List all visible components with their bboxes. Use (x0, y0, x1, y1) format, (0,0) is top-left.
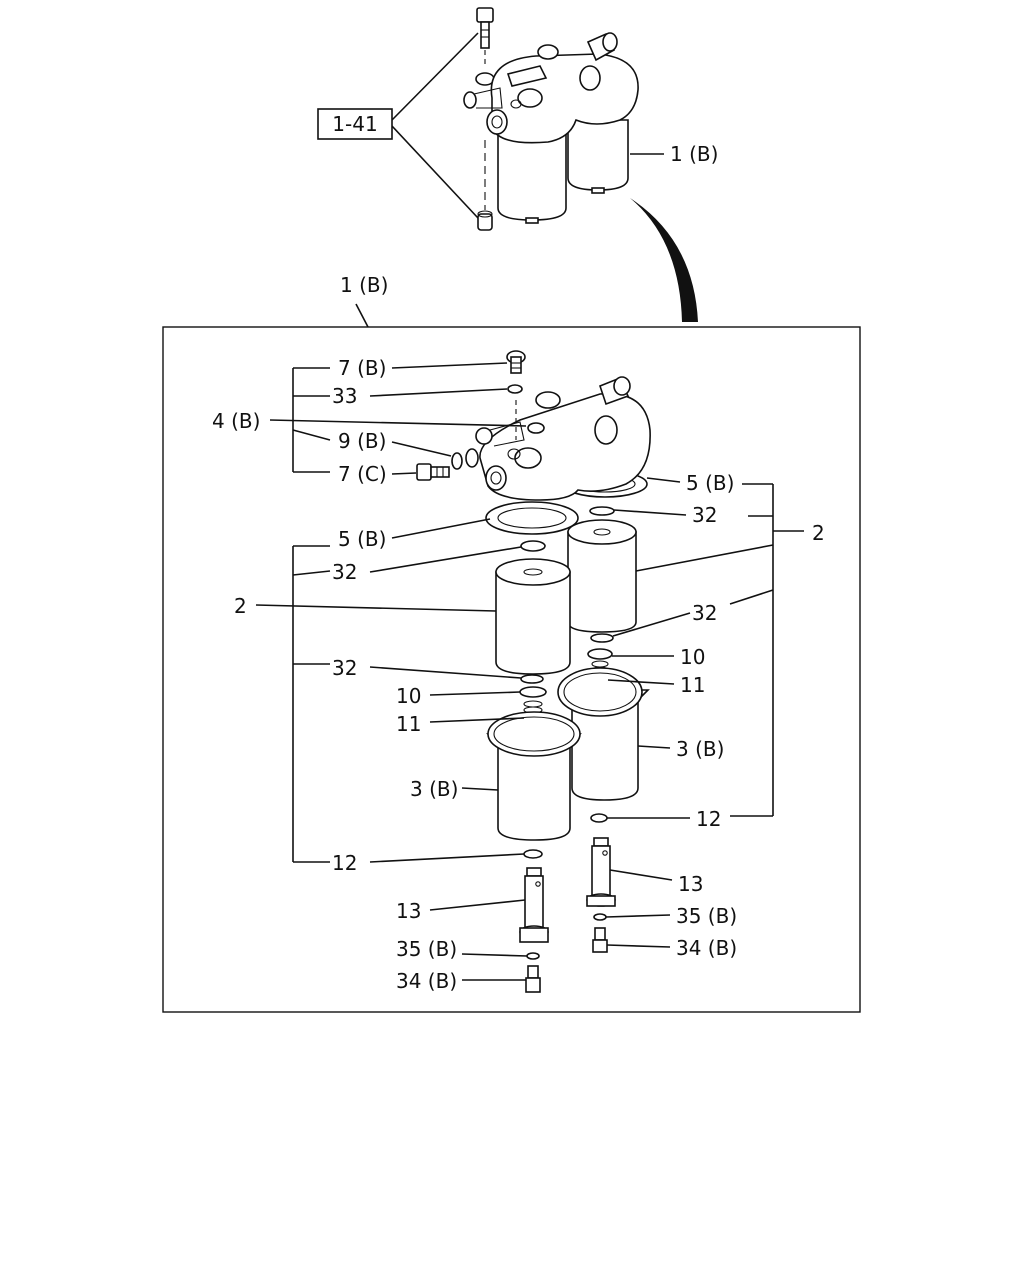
label-washer-35b-left: 35 (B) (396, 937, 457, 961)
label-case-3b-left: 3 (B) (410, 777, 458, 801)
label-plug-34b-left: 34 (B) (396, 969, 457, 993)
washer-9b (451, 452, 463, 470)
filter-head (463, 32, 639, 144)
leader-line (355, 303, 369, 328)
label-spring-11-right: 11 (680, 673, 705, 697)
label-oring-32-right-top: 32 (692, 503, 717, 527)
label-washer-10-left: 10 (396, 684, 421, 708)
left-filter-stack (485, 501, 582, 993)
label-oring-32-left-top: 32 (332, 560, 357, 584)
label-bolt-13-left: 13 (396, 899, 421, 923)
label-head-4b: 4 (B) (212, 409, 260, 433)
reference-callout-1-41[interactable]: 1-41 (317, 108, 393, 140)
leader-line (391, 32, 479, 121)
label-oring-32-right-bottom: 32 (692, 601, 717, 625)
filter-canister-rear (567, 119, 629, 194)
washer-9b-inner (465, 448, 479, 468)
leader-line (391, 125, 479, 219)
label-washer-9b: 9 (B) (338, 429, 386, 453)
label-oring-12-right: 12 (696, 807, 721, 831)
filter-head-4b (475, 376, 651, 501)
label-washer-33: 33 (332, 384, 357, 408)
label-element-2-right: 2 (812, 521, 825, 545)
label-washer-35b-right: 35 (B) (676, 904, 737, 928)
reference-label: 1-41 (332, 112, 377, 136)
label-washer-10-right: 10 (680, 645, 705, 669)
detail-arrow (630, 198, 698, 322)
label-bolt-13-right: 13 (678, 872, 703, 896)
right-callouts: 2 5 (B) 32 32 10 11 3 (B) 12 13 35 (B) 3… (605, 471, 825, 960)
filter-canister-front (497, 129, 567, 224)
left-callouts: 7 (B) 33 4 (B) 9 (B) 7 (C) 5 (B) 32 2 32 (212, 356, 528, 993)
bolt-7c (416, 463, 450, 481)
detail-frame-label: 1 (B) (340, 273, 388, 297)
label-plug-34b-right: 34 (B) (676, 936, 737, 960)
top-assembly-view: 1-41 (317, 7, 718, 322)
label-oring-12-left: 12 (332, 851, 357, 875)
detail-exploded-view: 7 (B) 33 4 (B) 9 (B) 7 (C) 5 (B) 32 2 32 (212, 350, 825, 993)
label-case-3b-right: 3 (B) (676, 737, 724, 761)
right-filter-stack (557, 470, 650, 953)
label-element-2-left: 2 (234, 594, 247, 618)
label-screw-7b: 7 (B) (338, 356, 386, 380)
label-oring-32-left-bottom: 32 (332, 656, 357, 680)
label-spring-11-left: 11 (396, 712, 421, 736)
screw-7b (506, 350, 526, 440)
label-gasket-5b-left: 5 (B) (338, 527, 386, 551)
top-mount-bolt (475, 7, 495, 86)
label-gasket-5b-right: 5 (B) (686, 471, 734, 495)
detail-frame (162, 326, 861, 1013)
washer-33 (507, 384, 523, 394)
assembly-label: 1 (B) (670, 142, 718, 166)
mount-nut (477, 140, 493, 231)
label-bolt-7c: 7 (C) (338, 462, 387, 486)
